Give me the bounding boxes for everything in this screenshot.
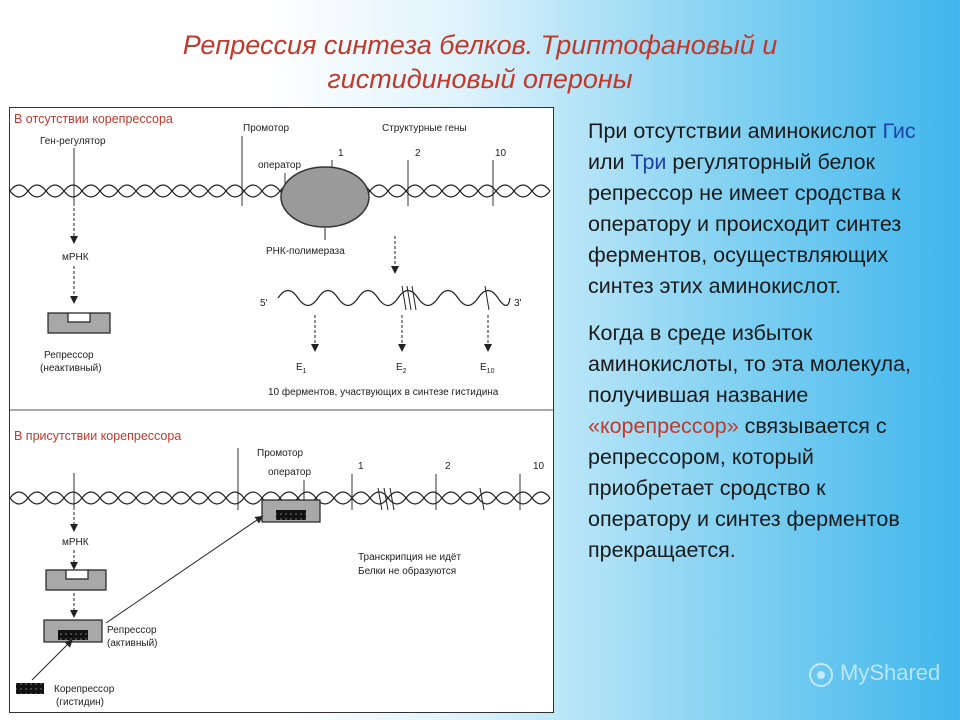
structural-genes-label: Структурные гены bbox=[382, 123, 467, 134]
corepressor-term: «корепрессор» bbox=[588, 414, 739, 438]
promoter-label-bottom: Промотор bbox=[257, 448, 304, 459]
gene-regulator-label: Ген-регулятор bbox=[40, 136, 106, 147]
p1-part-c: регуляторный белок репрессор не имеет ср… bbox=[588, 150, 902, 298]
gene-10-label-bottom: 10 bbox=[533, 461, 545, 472]
paragraph-absent: При отсутствии аминокислот Гис или Три р… bbox=[588, 116, 928, 302]
arrow-corepressor-to-repressor bbox=[31, 639, 73, 681]
mrna-strand bbox=[277, 289, 511, 307]
gene-2-label: 2 bbox=[415, 148, 421, 159]
corepressor-legend-swatch bbox=[16, 683, 44, 694]
repressor-active-label: Репрессор bbox=[107, 625, 157, 636]
explanation-text: При отсутствии аминокислот Гис или Три р… bbox=[588, 116, 928, 582]
corepressor-on-repressor bbox=[58, 630, 88, 640]
no-transcription-label: Транскрипция не идёт bbox=[358, 552, 461, 563]
enzyme-e10-label: E10 bbox=[480, 362, 495, 375]
slide-title: Репрессия синтеза белков. Триптофановый … bbox=[0, 28, 960, 96]
corepressor-label: Корепрессор bbox=[54, 684, 115, 695]
repressor-inactive-shape bbox=[47, 312, 111, 334]
enzyme-e1-label: E1 bbox=[296, 362, 307, 375]
amino-acid-his: Гис bbox=[882, 119, 916, 143]
gene-2-label-bottom: 2 bbox=[445, 461, 451, 472]
enzyme-arrows bbox=[311, 315, 492, 352]
paragraph-present: Когда в среде избыток аминокислоты, то э… bbox=[588, 318, 928, 566]
three-prime-label: 3' bbox=[514, 298, 522, 309]
operator-label: оператор bbox=[258, 160, 301, 171]
repressor-active-state: (активный) bbox=[107, 638, 157, 649]
corepressor-identity: (гистидин) bbox=[56, 697, 104, 708]
arrow-repressor-to-operator bbox=[105, 515, 264, 624]
gene-1-label: 1 bbox=[338, 148, 344, 159]
amino-acid-trp: Три bbox=[630, 150, 667, 174]
operon-diagram: В отсутствии корепрессора Ген-регулятор … bbox=[9, 107, 554, 713]
promoter-label: Промотор bbox=[243, 123, 290, 134]
p1-part-a: При отсутствии аминокислот bbox=[588, 119, 883, 143]
gene-10-label: 10 bbox=[495, 148, 507, 159]
enzymes-caption: 10 ферментов, участвующих в синтезе гист… bbox=[268, 386, 499, 398]
section-heading-present: В присутствии корепрессора bbox=[14, 429, 181, 443]
gene-1-label-bottom: 1 bbox=[358, 461, 364, 472]
mrna-label-bottom: мРНК bbox=[62, 537, 89, 548]
rna-polymerase-shape bbox=[280, 166, 370, 228]
watermark: MyShared bbox=[840, 660, 941, 685]
dna-helix-top bbox=[10, 184, 551, 198]
mrna-label-top: мРНК bbox=[62, 252, 89, 263]
no-proteins-label: Белки не образуются bbox=[358, 565, 456, 577]
p1-part-b: или bbox=[588, 150, 631, 174]
watermark-icon bbox=[809, 663, 833, 687]
corepressor-bound-operator bbox=[276, 510, 306, 520]
operator-label-bottom: оператор bbox=[268, 467, 311, 478]
repressor-inactive-state: (неактивный) bbox=[40, 363, 102, 374]
dna-helix-bottom bbox=[10, 491, 551, 505]
slide-title-line2: гистидиновый опероны bbox=[327, 64, 633, 94]
rna-polymerase-label: РНК-полимераза bbox=[266, 246, 345, 257]
slide-title-line1: Репрессия синтеза белков. Триптофановый … bbox=[182, 30, 778, 60]
repressor-inactive-label: Репрессор bbox=[44, 350, 94, 361]
repressor-free-shape bbox=[45, 569, 107, 591]
mrna-breaks bbox=[401, 285, 490, 311]
five-prime-label: 5' bbox=[260, 298, 268, 309]
dna-breaks-bottom bbox=[377, 487, 485, 511]
enzyme-e2-label: E2 bbox=[396, 362, 407, 375]
p2-part-a: Когда в среде избыток аминокислоты, то э… bbox=[588, 321, 912, 407]
section-heading-absent: В отсутствии корепрессора bbox=[14, 112, 173, 126]
p2-part-b: связывается с репрессором, который приоб… bbox=[588, 414, 900, 562]
